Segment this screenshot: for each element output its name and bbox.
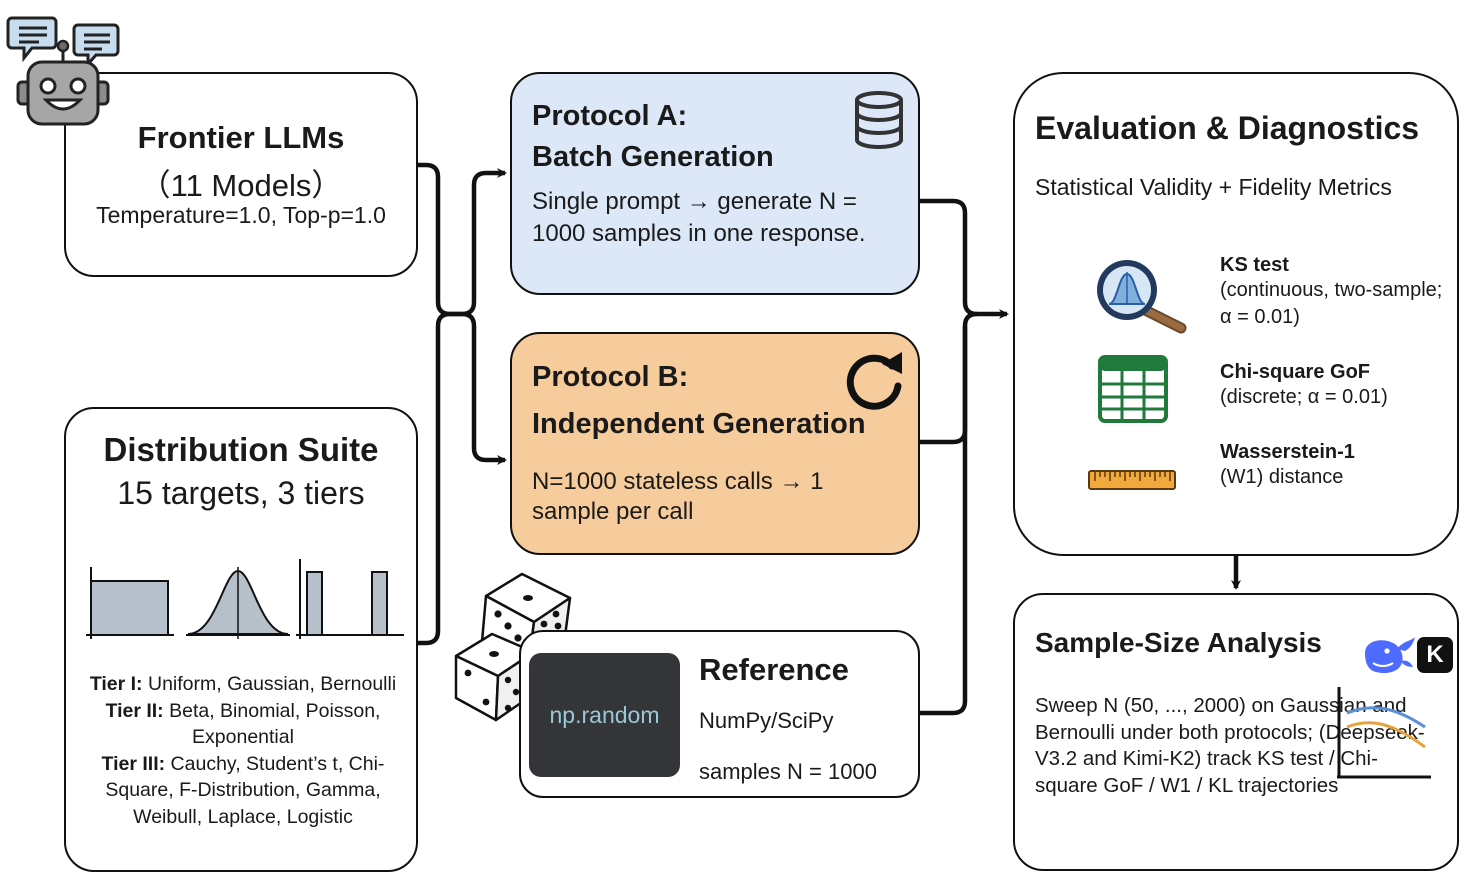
np-random-chip: np.random (529, 653, 680, 777)
gaussian-shape-icon (186, 567, 290, 639)
chat-bubble-icon (6, 16, 58, 63)
metric-name: KS test (1220, 254, 1289, 276)
metric-ks-test: KS test (continuous, two-sample; α = 0.0… (1220, 254, 1450, 331)
kimi-badge: K (1426, 641, 1444, 668)
frontier-llms-box: Frontier LLMs （11 Models） Temperature=1.… (64, 72, 418, 277)
llm-subtitle: （11 Models） (139, 168, 343, 203)
protocol-a-description: Single prompt → generate N = 1000 sample… (532, 188, 866, 247)
protocol-b-description: N=1000 stateless calls → 1 sample per ca… (532, 468, 824, 525)
ruler-icon (1088, 470, 1176, 490)
metric-description: (W1) distance (1220, 466, 1344, 488)
metric-name: Wasserstein-1 (1220, 441, 1355, 463)
tier-3-label: Tier III: (101, 752, 166, 775)
tier-1: Tier I: Uniform, Gaussian, Bernoulli (88, 671, 398, 698)
tier-2: Tier II: Beta, Binomial, Poisson, Expone… (88, 698, 398, 751)
reference-box: np.random Reference NumPy/SciPy samples … (519, 630, 920, 798)
protocol-a-box: Protocol A: Batch Generation Single prom… (510, 72, 920, 295)
protocol-b-title: Protocol B: (532, 361, 689, 393)
llm-params: Temperature=1.0, Top-p=1.0 (96, 202, 386, 228)
database-icon (855, 91, 903, 149)
evaluation-subtitle: Statistical Validity + Fidelity Metrics (1035, 174, 1392, 200)
tier-3-text: Cauchy, Student’s t, Chi-Square, F-Distr… (105, 752, 385, 828)
tier-3: Tier III: Cauchy, Student’s t, Chi-Squar… (88, 751, 398, 831)
reference-library: NumPy/SciPy (699, 708, 834, 733)
metric-name: Chi-square GoF (1220, 361, 1371, 383)
trend-chart-icon (1337, 687, 1431, 779)
distribution-shapes-icon (86, 559, 404, 639)
distribution-suite-box: Distribution Suite 15 targets, 3 tiers T… (64, 407, 418, 872)
distribution-subtitle: 15 targets, 3 tiers (117, 475, 365, 511)
bernoulli-shape-icon (296, 559, 404, 639)
sample-size-box: Sample-Size Analysis Sweep N (50, ..., 2… (1013, 593, 1459, 871)
tier-1-label: Tier I: (89, 673, 143, 695)
tier-2-text: Beta, Binomial, Poisson, Exponential (163, 699, 381, 749)
kimi-logo-icon: K (1417, 637, 1453, 673)
protocol-a-subtitle: Batch Generation (532, 141, 774, 173)
distribution-title: Distribution Suite (103, 431, 379, 468)
protocol-a-title: Protocol A: (532, 100, 688, 132)
tier-2-label: Tier II: (105, 699, 164, 722)
tier-1-text: Uniform, Gaussian, Bernoulli (142, 673, 397, 695)
evaluation-title: Evaluation & Diagnostics (1035, 110, 1420, 146)
whale-icon (1365, 637, 1415, 673)
metric-description: (continuous, two-sample; α = 0.01) (1220, 279, 1443, 328)
protocol-b-box: Protocol B: Independent Generation N=100… (510, 332, 920, 555)
sample-size-description: Sweep N (50, ..., 2000) on Gaussian and … (1035, 694, 1425, 797)
protocol-b-subtitle: Independent Generation (532, 408, 866, 440)
spreadsheet-icon (1098, 355, 1168, 423)
reference-title: Reference (699, 652, 849, 687)
reference-samples: samples N = 1000 (699, 759, 877, 784)
robot-icon (6, 16, 120, 126)
metric-description: (discrete; α = 0.01) (1220, 386, 1388, 408)
llm-title: Frontier LLMs (137, 120, 345, 155)
uniform-shape-icon (86, 567, 174, 639)
metric-wasserstein: Wasserstein-1 (W1) distance (1220, 441, 1450, 491)
magnifier-gaussian-icon (1097, 260, 1187, 334)
chat-bubble-icon (72, 23, 120, 68)
sample-size-title: Sample-Size Analysis (1035, 627, 1322, 658)
tier-list: Tier I: Uniform, Gaussian, Bernoulli Tie… (88, 671, 398, 830)
metric-chi-square: Chi-square GoF (discrete; α = 0.01) (1220, 361, 1450, 411)
refresh-icon (846, 352, 902, 410)
evaluation-box: Evaluation & Diagnostics Statistical Val… (1013, 72, 1459, 556)
